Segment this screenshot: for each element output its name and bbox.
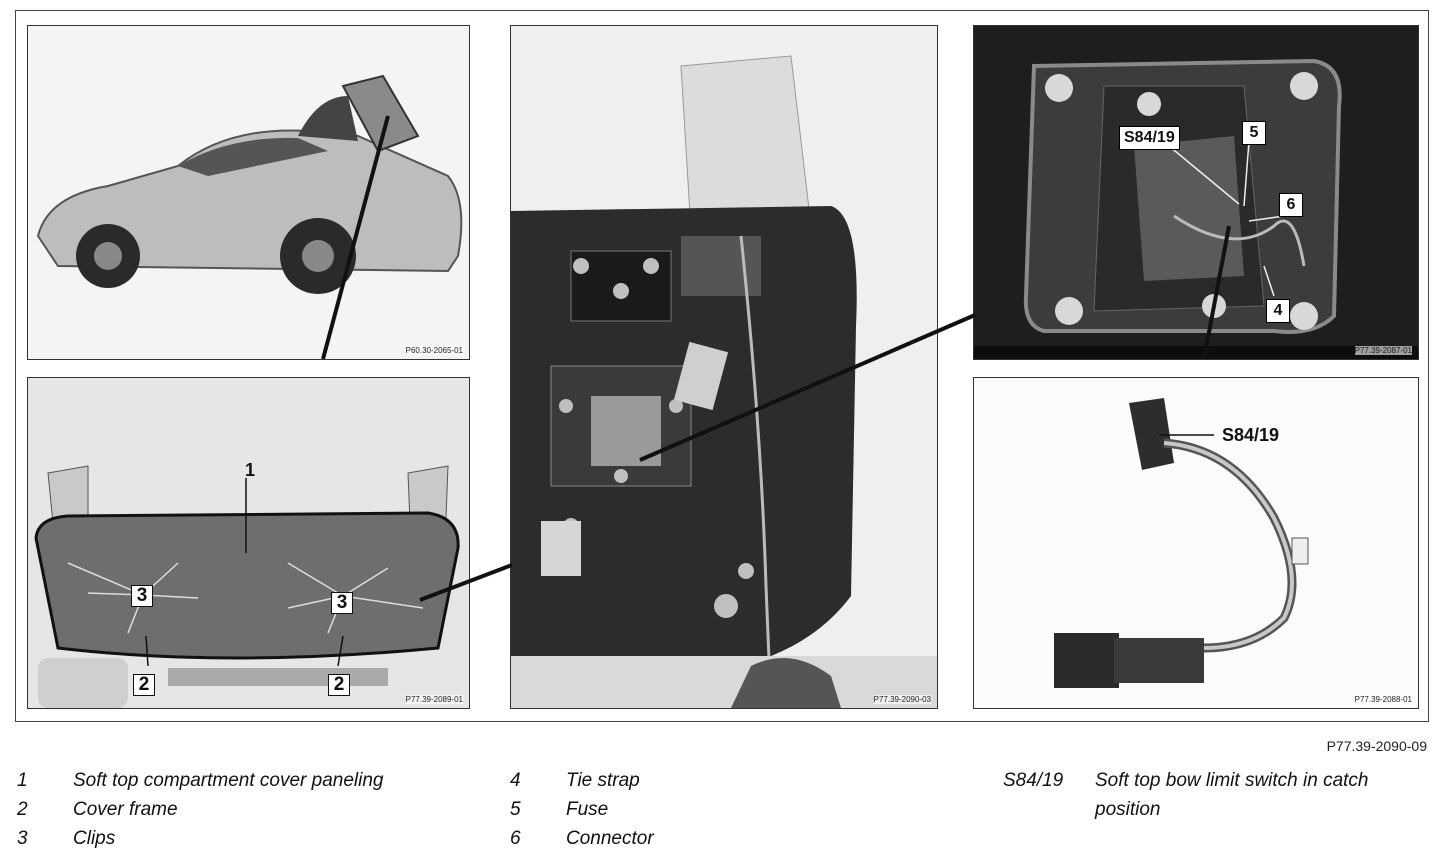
panel-car-photo: P60.30-2065-01 xyxy=(27,25,470,360)
callout-6: 6 xyxy=(1279,193,1303,217)
panel-detail-ref: P77.39-2087-01 xyxy=(1354,346,1412,355)
panel-mechanism-photo: P77.39-2090-03 xyxy=(510,25,938,709)
panel-cover-photo: 1 3 3 2 2 P77.39-2089-01 xyxy=(27,377,470,709)
callout-s84-19-switch: S84/19 xyxy=(1222,425,1280,445)
cover-image xyxy=(28,378,469,708)
callout-2-left: 2 xyxy=(133,674,155,696)
figure-reference: P77.39-2090-09 xyxy=(1326,738,1427,754)
callout-2-right: 2 xyxy=(328,674,350,696)
callout-1: 1 xyxy=(244,460,255,480)
callout-3-left: 3 xyxy=(131,585,153,607)
callout-s84-19-detail: S84/19 xyxy=(1119,126,1180,150)
detail-image xyxy=(974,26,1418,359)
panel-cover-ref: P77.39-2089-01 xyxy=(405,695,463,704)
switch-image xyxy=(974,378,1418,708)
mechanism-image xyxy=(511,26,937,708)
panel-mechanism-ref: P77.39-2090-03 xyxy=(873,695,931,704)
panel-car-ref: P60.30-2065-01 xyxy=(405,346,463,355)
panel-switch-photo: S84/19 P77.39-2088-01 xyxy=(973,377,1419,709)
car-image xyxy=(28,26,469,359)
callout-5: 5 xyxy=(1242,121,1266,145)
panel-switch-ref: P77.39-2088-01 xyxy=(1354,695,1412,704)
panel-detail-photo: S84/19 5 6 4 P77.39-2087-01 xyxy=(973,25,1419,360)
callout-4: 4 xyxy=(1266,299,1290,323)
callout-3-right: 3 xyxy=(331,592,353,614)
